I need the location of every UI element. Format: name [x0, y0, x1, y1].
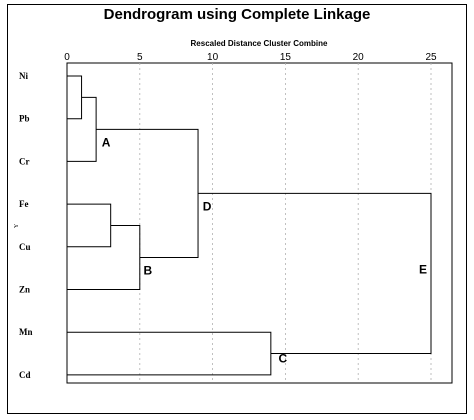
merge-link [67, 75, 83, 120]
leaf-label: Cr [19, 156, 30, 166]
cluster-label: E [419, 262, 427, 276]
merge-link [67, 224, 141, 290]
y-axis-label: Y [14, 223, 20, 228]
merge-link [67, 331, 272, 376]
x-tick-label: 15 [280, 52, 292, 63]
cluster-label: A [102, 135, 111, 149]
merge-link [198, 192, 432, 355]
leaf-label: Cu [19, 242, 31, 252]
x-tick-label: 0 [64, 52, 70, 63]
x-tick-label: 5 [137, 52, 143, 63]
x-tick-label: 25 [425, 52, 437, 63]
x-axis-title: Rescaled Distance Cluster Combine [190, 39, 328, 48]
cluster-labels: A B D C E [102, 135, 427, 365]
cluster-label: B [143, 263, 152, 277]
dendrogram-tree [67, 75, 432, 376]
x-axis-ticks: 0 5 10 15 20 25 [64, 52, 437, 63]
merge-link [96, 128, 199, 258]
chart-title: Dendrogram using Complete Linkage [103, 6, 371, 23]
x-tick-label: 10 [207, 52, 219, 63]
x-tick-label: 20 [353, 52, 365, 63]
leaf-label: Mn [19, 327, 33, 337]
chart-frame [7, 4, 467, 414]
grid-lines [139, 63, 432, 383]
leaf-label: Pb [19, 114, 30, 124]
merge-link [67, 203, 112, 248]
leaf-label: Fe [19, 199, 29, 209]
cluster-label: D [203, 199, 212, 213]
leaf-label: Cd [19, 370, 31, 380]
cluster-label: C [279, 352, 288, 366]
leaf-label: Zn [19, 285, 30, 295]
plot-area [66, 62, 453, 384]
leaf-label: Ni [19, 71, 28, 81]
